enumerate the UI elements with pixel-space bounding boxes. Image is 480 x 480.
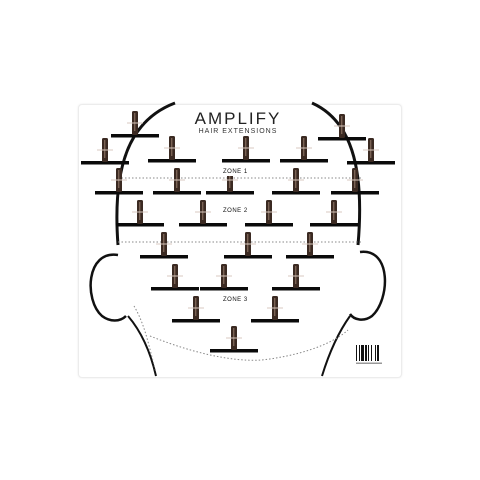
hair-clip (347, 138, 395, 165)
hair-clip (224, 232, 272, 259)
head-outline (311, 101, 362, 246)
hair-clip (331, 168, 379, 195)
hair-clip (81, 138, 129, 165)
zone-3-label: ZONE 3 (221, 296, 250, 304)
zone-2-label: ZONE 2 (221, 207, 250, 215)
hair-clip (310, 200, 358, 227)
hair-clip (200, 264, 248, 291)
hair-clip (286, 232, 334, 259)
hair-clip (210, 326, 258, 353)
brand-subtitle: HAIR EXTENSIONS (198, 128, 278, 135)
hair-clip (153, 168, 201, 195)
hair-clip (111, 111, 159, 138)
hair-clip (251, 296, 299, 323)
hair-clip (140, 232, 188, 259)
hair-clip (318, 114, 366, 141)
brand-name: AMPLIFY (194, 109, 282, 128)
head-outline (115, 101, 176, 246)
nape-hairline (133, 305, 157, 373)
hair-clip (151, 264, 199, 291)
neck-outline (321, 315, 351, 377)
neck-outline (127, 315, 157, 377)
hair-clip (280, 136, 328, 163)
hair-clip (148, 136, 196, 163)
hair-clip (245, 200, 293, 227)
nape-hairline (149, 329, 349, 361)
hair-clip (116, 200, 164, 227)
hair-clip (272, 264, 320, 291)
hair-clip (172, 296, 220, 323)
ear-outline (89, 253, 127, 322)
hair-clip (179, 200, 227, 227)
hair-clip (272, 168, 320, 195)
barcode-icon (356, 345, 382, 364)
hair-clip (222, 136, 270, 163)
display-board (78, 104, 402, 378)
brand-logo: AMPLIFY HAIR EXTENSIONS (178, 110, 298, 136)
ear-outline (348, 250, 387, 321)
hair-clip (95, 168, 143, 195)
zone-1-label: ZONE 1 (221, 168, 250, 176)
